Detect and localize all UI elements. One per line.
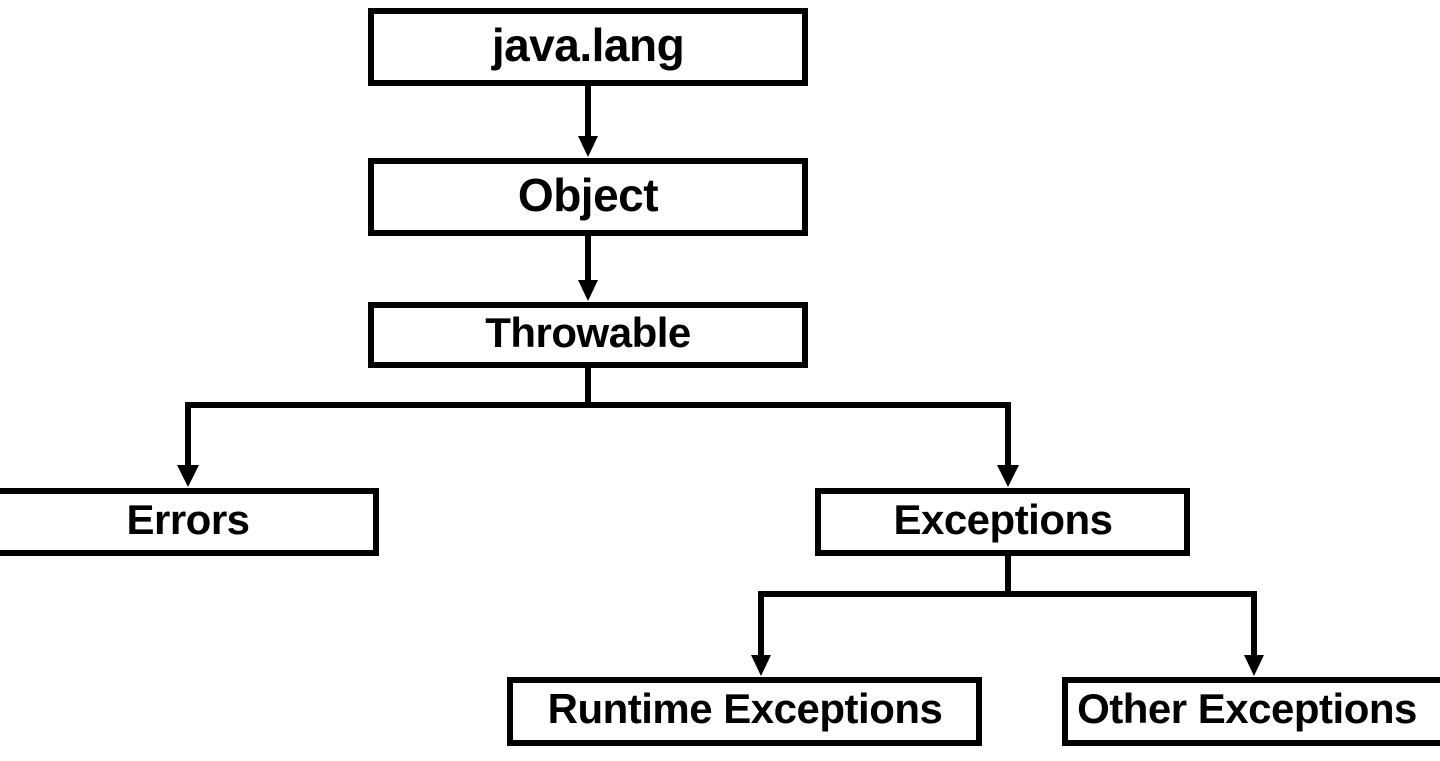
edge-throwable-split xyxy=(185,368,1011,408)
edge-exceptions-other-arrowhead xyxy=(1244,655,1264,676)
node-exceptions-label: Exceptions xyxy=(893,496,1112,543)
node-java-lang-box[interactable] xyxy=(368,8,808,86)
edge-throwable-exceptions-arrowhead xyxy=(997,465,1019,487)
node-object[interactable]: Object xyxy=(368,158,808,236)
edge-throwable-exceptions xyxy=(997,405,1019,487)
node-other-exceptions[interactable]: Other Exceptions xyxy=(1062,677,1440,746)
edge-object-throwable xyxy=(578,236,598,301)
node-throwable[interactable]: Throwable xyxy=(368,302,808,368)
node-errors-box[interactable] xyxy=(0,488,379,556)
node-object-box[interactable] xyxy=(368,158,808,236)
edge-javalang-object xyxy=(578,86,598,157)
edge-object-throwable-arrowhead xyxy=(578,280,598,301)
node-runtime-exceptions[interactable]: Runtime Exceptions xyxy=(507,677,982,746)
node-java-lang[interactable]: java.lang xyxy=(368,8,808,86)
node-other-exceptions-box[interactable] xyxy=(1062,677,1440,746)
edge-exceptions-runtime xyxy=(751,594,771,676)
node-java-lang-label: java.lang xyxy=(491,19,684,71)
edge-exceptions-runtime-arrowhead xyxy=(751,655,771,676)
node-throwable-box[interactable] xyxy=(368,302,808,368)
edge-javalang-object-arrowhead xyxy=(578,136,598,157)
edge-throwable-errors-arrowhead xyxy=(177,465,199,487)
node-runtime-exceptions-box[interactable] xyxy=(507,677,982,746)
edge-throwable-errors xyxy=(177,405,199,487)
edge-exceptions-other xyxy=(1244,594,1264,676)
node-throwable-label: Throwable xyxy=(485,309,691,356)
node-errors[interactable]: Errors xyxy=(0,488,379,556)
node-runtime-exceptions-label: Runtime Exceptions xyxy=(548,685,943,732)
node-other-exceptions-label: Other Exceptions xyxy=(1077,685,1417,732)
node-errors-label: Errors xyxy=(126,496,249,543)
node-object-label: Object xyxy=(518,169,658,221)
edge-exceptions-split xyxy=(758,556,1257,597)
node-exceptions-box[interactable] xyxy=(815,488,1190,556)
node-exceptions[interactable]: Exceptions xyxy=(815,488,1190,556)
